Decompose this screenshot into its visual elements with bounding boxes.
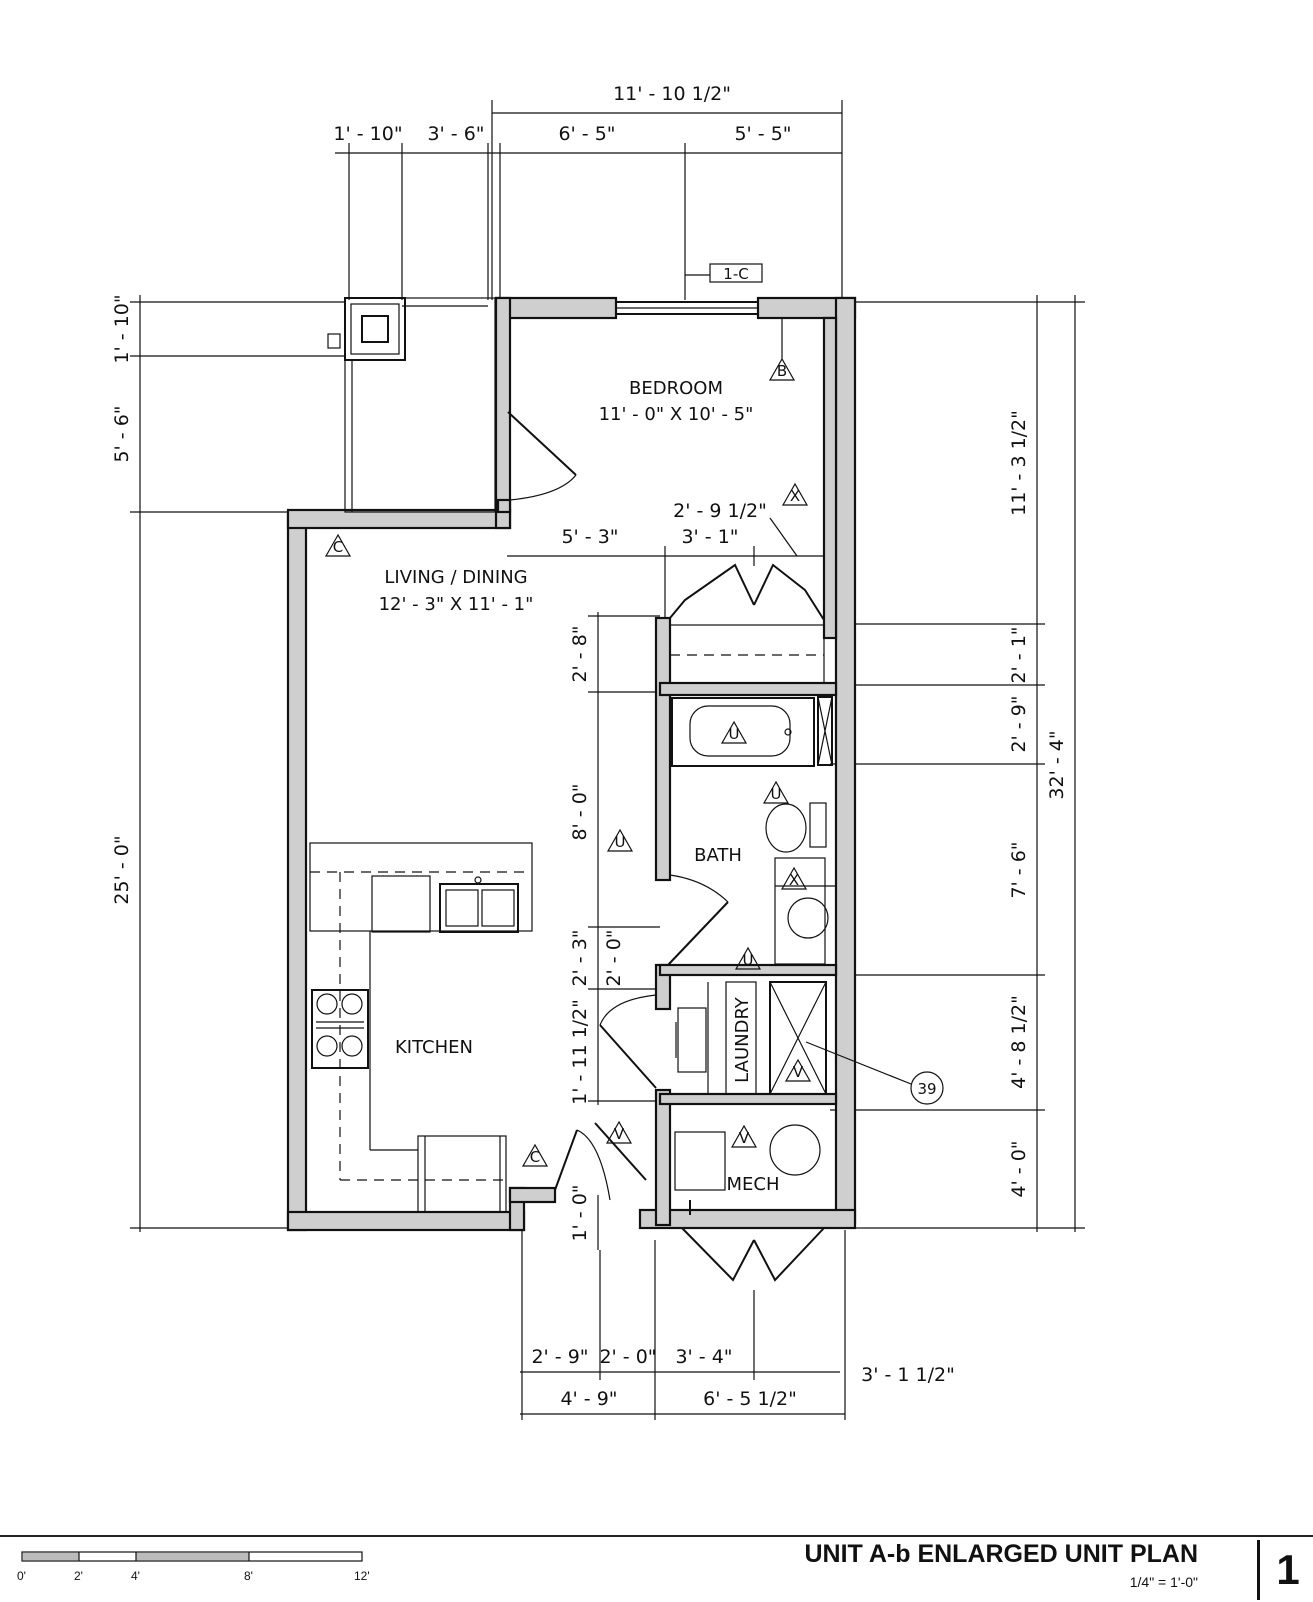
dim-bottom-2: 2' - 0"	[599, 1346, 656, 1368]
dim-inner-4: 2' - 8"	[569, 625, 591, 682]
dim-left-2: 5' - 6"	[111, 405, 133, 462]
dim-bottom-6: 6' - 5 1/2"	[703, 1388, 797, 1410]
bath-fixtures	[667, 696, 836, 966]
dim-bottom-3: 3' - 4"	[675, 1346, 732, 1368]
bath-name: BATH	[694, 845, 742, 866]
bedroom-size: 11' - 0" X 10' - 5"	[599, 404, 754, 425]
bedroom-name: BEDROOM	[629, 378, 723, 399]
title-block	[0, 1535, 1313, 1602]
dim-right-4: 7' - 6"	[1008, 841, 1030, 898]
dim-inner-3: 3' - 1"	[681, 526, 738, 548]
tag-u-tub-wall: U	[771, 785, 782, 803]
mech-room	[554, 1122, 825, 1282]
dim-inner-8: 1' - 11 1/2"	[569, 999, 591, 1105]
dim-bottom-4: 3' - 1 1/2"	[861, 1364, 955, 1386]
tag-x-bath: X	[789, 871, 799, 889]
dim-top-2: 3' - 6"	[427, 123, 484, 145]
tag-x-bedroom: X	[790, 487, 800, 505]
tag-v-hall: V	[614, 1125, 625, 1143]
dim-right-3: 2' - 9"	[1008, 695, 1030, 752]
dim-left-1: 1' - 10"	[111, 294, 133, 363]
scale-bar	[21, 1551, 363, 1562]
scale-label-2: 2'	[74, 1569, 83, 1583]
dim-right-overall: 32' - 4"	[1046, 730, 1068, 799]
tag-u-hall: U	[615, 833, 626, 851]
dim-inner-2: 5' - 3"	[561, 526, 618, 548]
tag-u-tub: U	[729, 725, 740, 743]
laundry	[599, 981, 827, 1095]
scale-label-8: 8'	[244, 1569, 253, 1583]
dim-right-2: 2' - 1"	[1008, 626, 1030, 683]
laundry-name: LAUNDRY	[732, 996, 753, 1083]
exterior-walls	[286, 296, 857, 1232]
scale-label-0: 0'	[17, 1569, 26, 1583]
drawing-title: UNIT A-b ENLARGED UNIT PLAN	[804, 1540, 1199, 1568]
dim-left-3: 25' - 0"	[111, 835, 133, 904]
dim-bottom-1: 2' - 9"	[531, 1346, 588, 1368]
mech-name: MECH	[726, 1174, 779, 1195]
dim-inner-1: 2' - 9 1/2"	[673, 500, 767, 522]
bottom-dimension-lines	[520, 1230, 846, 1420]
dim-top-overall: 11' - 10 1/2"	[613, 83, 731, 105]
dim-inner-5: 8' - 0"	[569, 783, 591, 840]
interior-walls	[654, 316, 838, 1227]
keynote-39: 39	[917, 1080, 936, 1098]
right-dimension-lines	[830, 295, 1085, 1232]
kitchen-name: KITCHEN	[395, 1037, 473, 1058]
interior-dimension-lines	[507, 517, 842, 1250]
dim-right-1: 11' - 3 1/2"	[1008, 410, 1030, 516]
sheet-number: 1	[1257, 1540, 1313, 1600]
dim-bottom-5: 4' - 9"	[560, 1388, 617, 1410]
dim-top-3: 6' - 5"	[558, 123, 615, 145]
dim-inner-7: 2' - 0"	[603, 929, 625, 986]
dim-inner-6: 2' - 3"	[569, 929, 591, 986]
tag-u-bath: U	[743, 951, 754, 969]
left-dimension-lines	[130, 295, 345, 1232]
tag-v-mech: V	[739, 1129, 750, 1147]
top-dimension-lines	[335, 100, 843, 300]
tag-symbols	[324, 263, 944, 1167]
dim-right-5: 4' - 8 1/2"	[1008, 995, 1030, 1089]
bedroom-closet	[669, 563, 825, 684]
dim-inner-9: 1' - 0"	[569, 1184, 591, 1241]
drawing-scale: 1/4" = 1'-0"	[1129, 1574, 1198, 1590]
dim-right-6: 4' - 0"	[1008, 1140, 1030, 1197]
tag-b: B	[777, 362, 787, 380]
patio	[327, 297, 496, 513]
tag-v-closet: V	[793, 1063, 804, 1081]
bedroom-door	[496, 411, 577, 514]
dim-top-4: 5' - 5"	[734, 123, 791, 145]
living-size: 12' - 3" X 11' - 1"	[379, 594, 534, 615]
scale-label-4: 4'	[131, 1569, 140, 1583]
tag-c-living: C	[333, 538, 343, 556]
living-name: LIVING / DINING	[384, 567, 527, 588]
kitchen-counters	[309, 842, 533, 1213]
dim-top-1: 1' - 10"	[333, 123, 402, 145]
tag-c-entry: C	[530, 1148, 540, 1166]
scale-label-12: 12'	[354, 1569, 370, 1583]
elevation-ref-tag: 1-C	[723, 265, 748, 283]
